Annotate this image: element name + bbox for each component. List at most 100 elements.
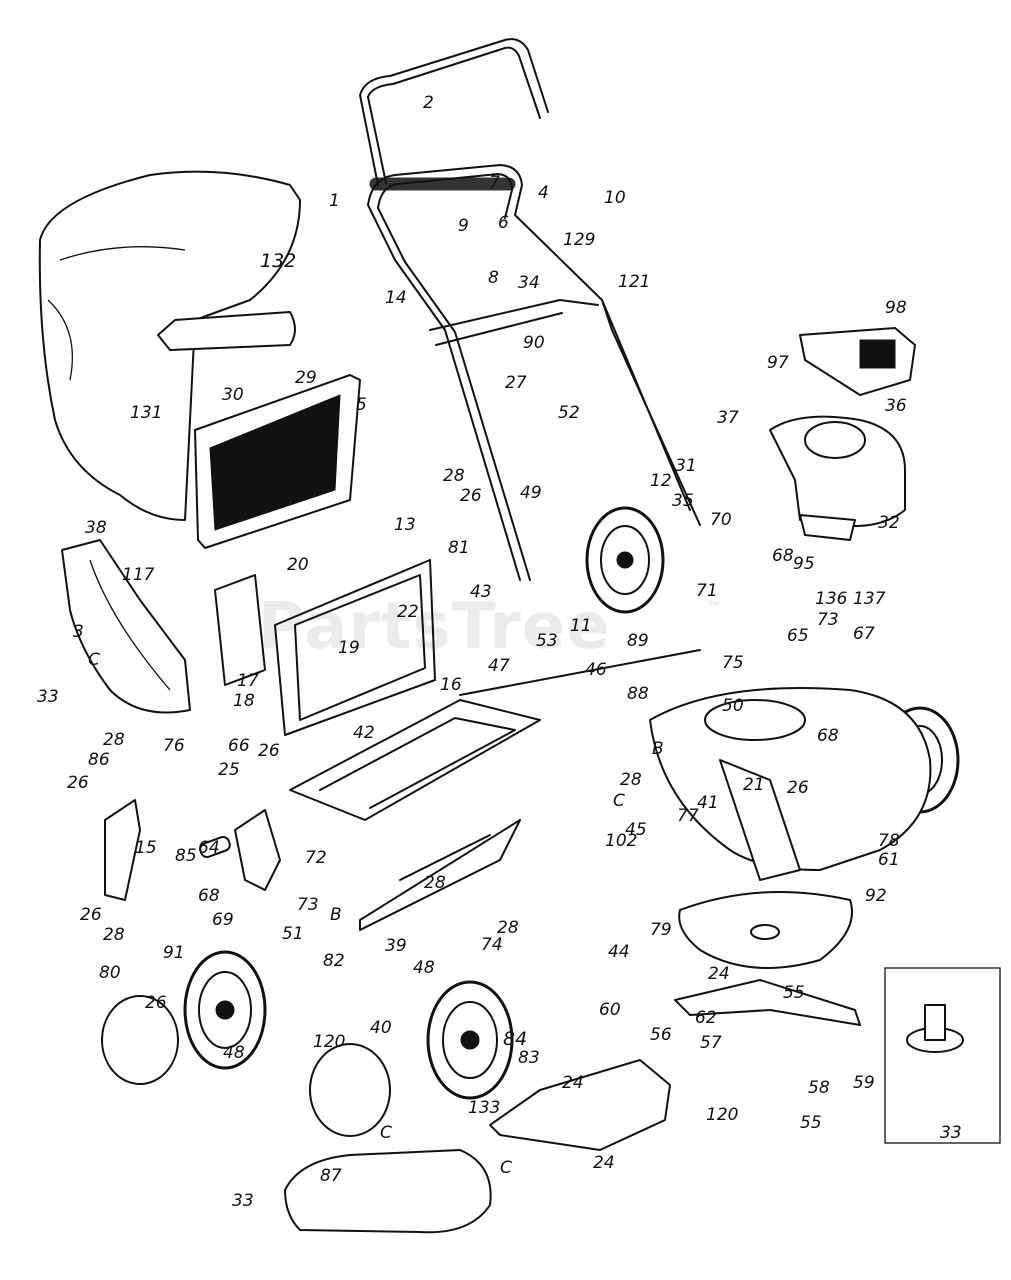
callout-label: 7: [489, 173, 500, 193]
blade-adapter-inset-drawing: [906, 1004, 964, 1053]
callout-label: 51: [282, 924, 304, 944]
callout-label: 98: [885, 298, 907, 318]
engine-drawing: [769, 327, 916, 541]
callout-label: 12: [650, 471, 672, 491]
callout-label: 39: [385, 936, 407, 956]
callout-label: 33: [940, 1123, 962, 1143]
callout-label: 31: [675, 456, 697, 476]
callout-label: 20: [287, 555, 309, 575]
callout-label: 6: [498, 213, 509, 233]
mower-deck-drawing: [649, 687, 932, 881]
callout-label: 35: [672, 491, 694, 511]
upper-handle-drawing: [359, 38, 549, 186]
callout-label: 90: [523, 333, 545, 353]
callout-label: 62: [695, 1008, 717, 1028]
callout-label: 73: [817, 610, 839, 630]
callout-label: 132: [260, 250, 297, 272]
callout-label: 40: [370, 1018, 392, 1038]
bag-frame-drawing: [194, 374, 361, 549]
callout-label: 77: [677, 806, 699, 826]
callout-label: 55: [800, 1113, 822, 1133]
callout-label: 59: [853, 1073, 875, 1093]
callout-label: 82: [323, 951, 345, 971]
callout-label: 24: [708, 964, 730, 984]
callout-label: C: [88, 650, 100, 670]
callout-label: 60: [599, 1000, 621, 1020]
callout-label: 19: [338, 638, 360, 658]
callout-label: 36: [885, 396, 907, 416]
callout-label: 46: [585, 660, 607, 680]
callout-label: 65: [787, 626, 809, 646]
callout-label: 45: [625, 820, 647, 840]
callout-label: 9: [458, 216, 469, 236]
callout-label: 71: [696, 581, 718, 601]
callout-label: C: [613, 791, 625, 811]
callout-label: 29: [295, 368, 317, 388]
callout-label: 22: [397, 602, 419, 622]
callout-label: 47: [488, 656, 510, 676]
callout-label: 70: [710, 510, 732, 530]
callout-label: 11: [570, 616, 592, 636]
watermark: PartsTree: [258, 590, 611, 664]
callout-label: 78: [878, 831, 900, 851]
callout-label: 57: [700, 1033, 722, 1053]
chute-deflector-drawing: [61, 539, 191, 714]
callout-label: 3: [73, 622, 84, 642]
callout-label: 66: [228, 736, 250, 756]
callout-label: B: [330, 905, 342, 925]
callout-label: 61: [878, 850, 900, 870]
callout-label: 131: [130, 403, 163, 423]
callout-label: 67: [853, 624, 875, 644]
callout-label: 79: [650, 920, 672, 940]
callout-label: 69: [212, 910, 234, 930]
callout-label: 28: [620, 770, 642, 790]
callout-label: 80: [99, 963, 121, 983]
callout-label: 15: [135, 838, 157, 858]
callout-label: C: [500, 1158, 512, 1178]
mulch-plate-drawing: [284, 1059, 671, 1234]
callout-label: 64: [198, 838, 220, 858]
grass-bag-drawing: [38, 170, 301, 521]
callout-label: 85: [175, 846, 197, 866]
callout-label: 86: [88, 750, 110, 770]
callout-label: 73: [297, 895, 319, 915]
callout-label: 75: [722, 653, 744, 673]
callout-label: 48: [223, 1043, 245, 1063]
callout-label: 117: [122, 565, 155, 585]
blade-drawing: [674, 979, 861, 1026]
callout-label: 28: [424, 873, 446, 893]
callout-label: 24: [562, 1073, 584, 1093]
callout-label: 17: [237, 671, 259, 691]
callout-label: C: [380, 1123, 392, 1143]
callout-label: 28: [443, 466, 465, 486]
callout-label: B: [652, 739, 664, 759]
callout-label: 49: [520, 483, 542, 503]
callout-label: 89: [627, 631, 649, 651]
callout-label: 28: [497, 918, 519, 938]
callout-label: 55: [783, 983, 805, 1003]
callout-label: 68: [772, 546, 794, 566]
watermark-trademark: ™: [706, 598, 722, 617]
lower-handle-drawing: [367, 164, 701, 581]
callout-label: 10: [604, 188, 626, 208]
callout-label: 44: [608, 942, 630, 962]
callout-label: 48: [413, 958, 435, 978]
rear-wheel-drawing: [585, 506, 665, 614]
callout-label: 8: [488, 268, 499, 288]
callout-label: 53: [536, 631, 558, 651]
callout-label: 37: [717, 408, 739, 428]
callout-label: 21: [743, 775, 765, 795]
callout-label: 120: [706, 1105, 739, 1125]
callout-label: 4: [538, 183, 549, 203]
callout-label: 133: [468, 1098, 501, 1118]
hubcap-drawing: [101, 995, 391, 1137]
callout-label: 50: [722, 696, 744, 716]
callout-label: 84: [503, 1028, 528, 1050]
callout-label: 30: [222, 385, 244, 405]
callout-label: 121: [618, 272, 651, 292]
callout-label: 26: [145, 993, 167, 1013]
callout-label: 95: [793, 554, 815, 574]
callout-label: 43: [470, 582, 492, 602]
